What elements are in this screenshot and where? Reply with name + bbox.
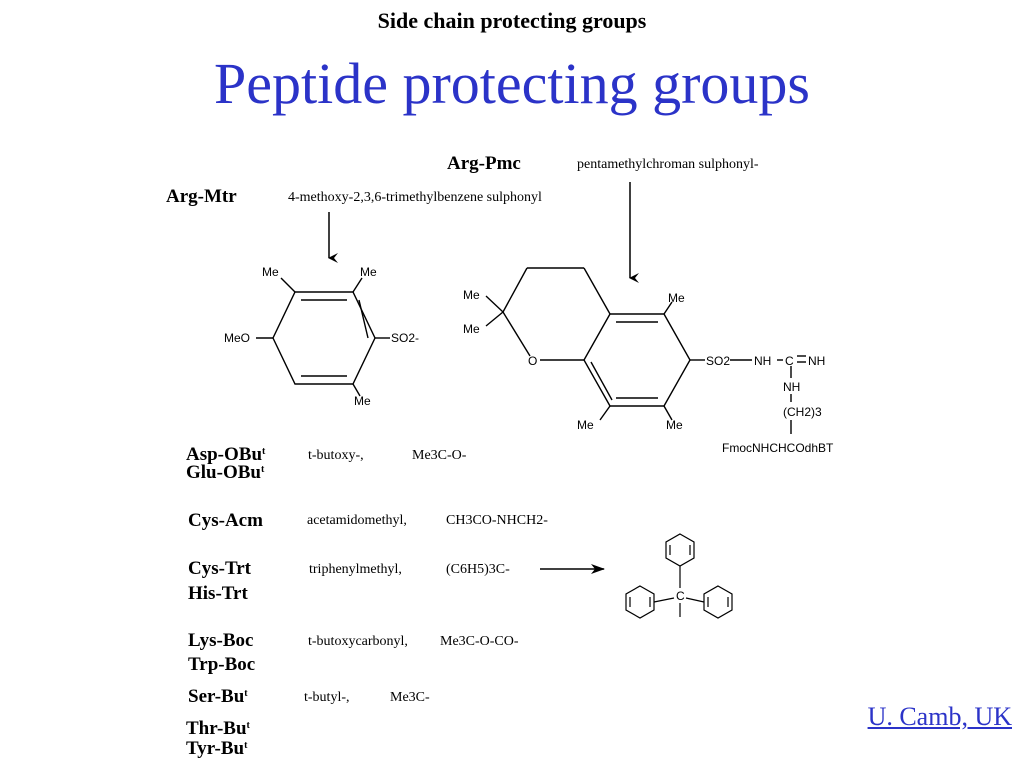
- group-lys-boc-label: Lys-Boc: [188, 630, 254, 651]
- mtr-me-3: Me: [354, 394, 371, 408]
- group-trp-boc-label: Trp-Boc: [188, 654, 256, 675]
- pmc-nh-3: NH: [783, 380, 800, 394]
- arg-mtr-label: Arg-Mtr: [166, 186, 237, 207]
- pmc-fmoc: FmocNHCHCOdhBT: [722, 441, 834, 455]
- group-cys-acm-label: Cys-Acm: [188, 510, 263, 531]
- group-asp-desc: t-butoxy-,: [308, 448, 364, 463]
- group-thr-label: Thr-But: [186, 718, 250, 739]
- group-glu-label: Glu-OBut: [186, 462, 265, 483]
- mtr-me-1: Me: [262, 265, 279, 279]
- credit-link[interactable]: U. Camb, UK: [867, 702, 1012, 731]
- pmc-me-3: Me: [668, 291, 685, 305]
- mtr-benzene-ring: [256, 277, 390, 397]
- group-cys-trt-label: Cys-Trt: [188, 558, 251, 579]
- pmc-me-4: Me: [577, 418, 594, 432]
- group-asp-label: Asp-OBut: [186, 444, 266, 465]
- pmc-nh-2: NH: [808, 354, 825, 368]
- group-asp-formula: Me3C-O-: [412, 448, 467, 463]
- trityl-structure: [625, 533, 733, 619]
- pmc-me-1: Me: [463, 288, 480, 302]
- slide-subtitle: Side chain protecting groups: [377, 8, 647, 33]
- pmc-c: C: [785, 354, 794, 368]
- slide-title: Peptide protecting groups: [213, 51, 810, 116]
- arg-pmc-description: pentamethylchroman sulphonyl-: [577, 157, 759, 172]
- group-ser-desc: t-butyl-,: [304, 690, 350, 705]
- group-trt-formula: (C6H5)3C-: [446, 562, 510, 577]
- mtr-meo: MeO: [224, 331, 250, 345]
- pmc-ch2: (CH2)3: [783, 405, 822, 419]
- group-trt-desc: triphenylmethyl,: [309, 562, 402, 577]
- group-his-trt-label: His-Trt: [188, 583, 248, 604]
- pmc-so2: SO2: [706, 354, 730, 368]
- group-cys-acm-desc: acetamidomethyl,: [307, 513, 407, 528]
- mtr-so2: SO2-: [391, 331, 419, 345]
- arg-mtr-description: 4-methoxy-2,3,6-trimethylbenzene sulphon…: [288, 190, 542, 205]
- group-tyr-label: Tyr-But: [186, 738, 248, 759]
- pmc-o: O: [528, 354, 537, 368]
- group-boc-desc: t-butoxycarbonyl,: [308, 634, 408, 649]
- trityl-center-c: C: [676, 589, 685, 603]
- arg-pmc-label: Arg-Pmc: [447, 153, 521, 174]
- mtr-me-2: Me: [360, 265, 377, 279]
- group-cys-acm-formula: CH3CO-NHCH2-: [446, 513, 548, 528]
- pmc-me-5: Me: [666, 418, 683, 432]
- pmc-me-2: Me: [463, 322, 480, 336]
- group-ser-formula: Me3C-: [390, 690, 430, 705]
- pmc-chroman-rings: [485, 267, 806, 434]
- group-ser-label: Ser-But: [188, 686, 248, 707]
- pmc-nh-1: NH: [754, 354, 771, 368]
- group-boc-formula: Me3C-O-CO-: [440, 634, 519, 649]
